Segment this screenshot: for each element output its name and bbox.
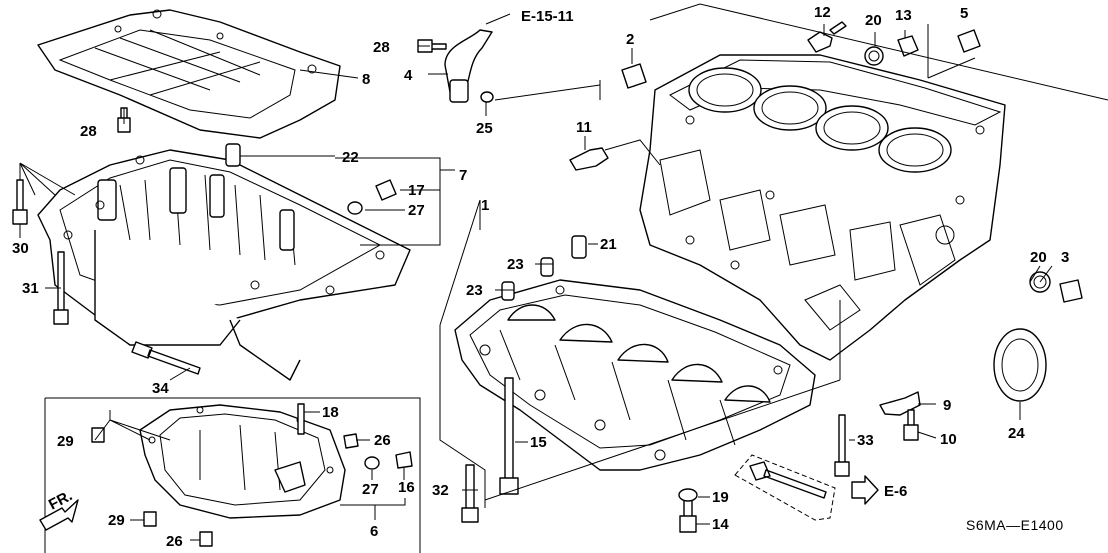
label-1: 1: [481, 197, 489, 214]
label-10: 10: [940, 431, 957, 448]
lower-oil-pan: [139, 404, 346, 519]
label-20-right: 20: [1030, 249, 1047, 266]
label-24: 24: [1008, 425, 1025, 442]
label-23-lower: 23: [466, 282, 483, 299]
label-23-upper: 23: [507, 256, 524, 273]
label-26-bottom: 26: [166, 533, 183, 550]
reference-arrows: [39, 475, 879, 531]
label-13: 13: [895, 7, 912, 24]
ref-e6: E-6: [884, 483, 907, 500]
label-27-upper: 27: [408, 202, 425, 219]
label-30: 30: [12, 240, 29, 257]
cylinder-block: [639, 54, 1006, 361]
label-16: 16: [398, 479, 415, 496]
leader-lines: [19, 13, 1053, 541]
label-19: 19: [712, 489, 729, 506]
label-5: 5: [960, 5, 968, 22]
label-9: 9: [943, 397, 951, 414]
label-12: 12: [814, 4, 831, 21]
label-21: 21: [600, 236, 617, 253]
small-parts: [12, 21, 1083, 547]
front-arrow-icon: [39, 499, 79, 531]
baffle-plate: [37, 9, 341, 139]
label-26-right: 26: [374, 432, 391, 449]
label-6: 6: [370, 523, 378, 540]
lower-block: [454, 279, 816, 471]
label-7: 7: [459, 167, 467, 184]
label-29-upper: 29: [57, 433, 74, 450]
label-29-lower: 29: [108, 512, 125, 529]
label-22: 22: [342, 149, 359, 166]
group-frames: [44, 3, 1108, 553]
label-32: 32: [432, 482, 449, 499]
label-33: 33: [857, 432, 874, 449]
label-15: 15: [530, 434, 547, 451]
label-17: 17: [408, 182, 425, 199]
label-28-top: 28: [373, 39, 390, 56]
upper-oil-pan: [37, 149, 411, 381]
label-14: 14: [712, 516, 729, 533]
label-28-left: 28: [80, 123, 97, 140]
label-3: 3: [1061, 249, 1069, 266]
label-2: 2: [626, 31, 634, 48]
diagram-code: S6MA—E1400: [966, 517, 1064, 533]
label-34: 34: [152, 380, 169, 397]
label-8: 8: [362, 71, 370, 88]
label-11: 11: [576, 119, 592, 136]
ref-e15-11: E-15-11: [521, 8, 574, 25]
label-25: 25: [476, 120, 493, 137]
label-20-top: 20: [865, 12, 882, 29]
callout-labels: 1 2 3 4 5 6 7 8 9 10 11 12 13 14 15 16 1…: [12, 4, 1069, 550]
label-18: 18: [322, 404, 339, 421]
label-4: 4: [404, 67, 413, 84]
label-27-lower: 27: [362, 481, 379, 498]
label-31: 31: [22, 280, 39, 297]
